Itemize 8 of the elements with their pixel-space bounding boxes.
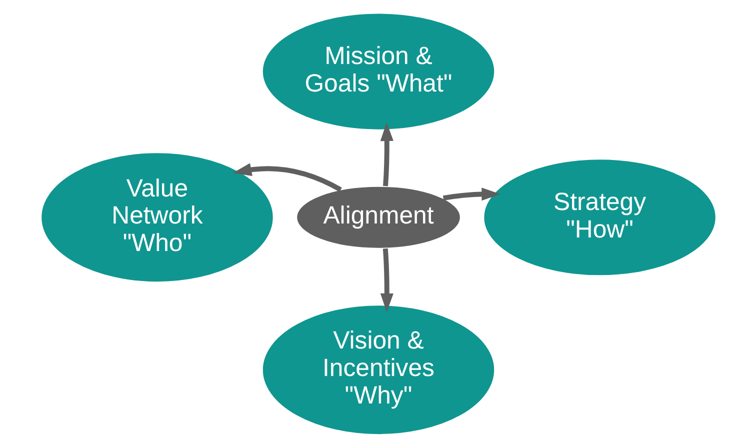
arrow	[442, 188, 500, 201]
arrow	[232, 163, 342, 192]
arrow	[380, 122, 393, 186]
node-ellipse: Alignment	[295, 186, 461, 250]
node-ellipse: Mission & Goals "What"	[261, 12, 495, 131]
node-ellipse: Vision & Incentives "Why"	[261, 304, 495, 436]
node-ellipse: Value Network "Who"	[40, 152, 274, 283]
arrow	[380, 248, 393, 312]
